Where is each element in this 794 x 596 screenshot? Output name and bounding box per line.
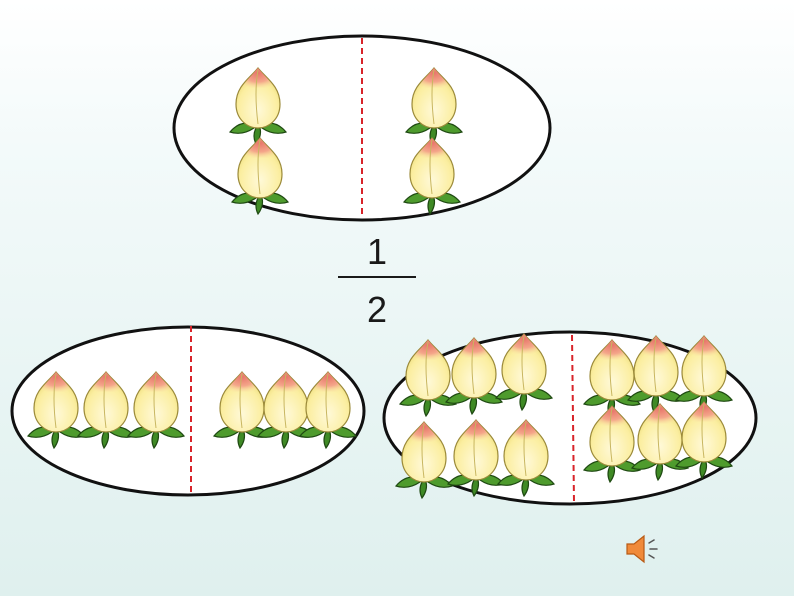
speaker-icon[interactable] xyxy=(624,533,664,565)
bottom-left-group-ellipse xyxy=(10,325,366,497)
top-group xyxy=(172,34,552,222)
fraction-numerator: 1 xyxy=(366,231,388,272)
fraction-one-half: 1 2 xyxy=(338,232,416,330)
fraction-denominator: 2 xyxy=(366,289,388,330)
bottom-right-group xyxy=(382,330,758,506)
fraction-bar xyxy=(338,276,416,278)
bottom-right-group-divider xyxy=(571,334,575,504)
bottom-left-group xyxy=(10,325,366,497)
